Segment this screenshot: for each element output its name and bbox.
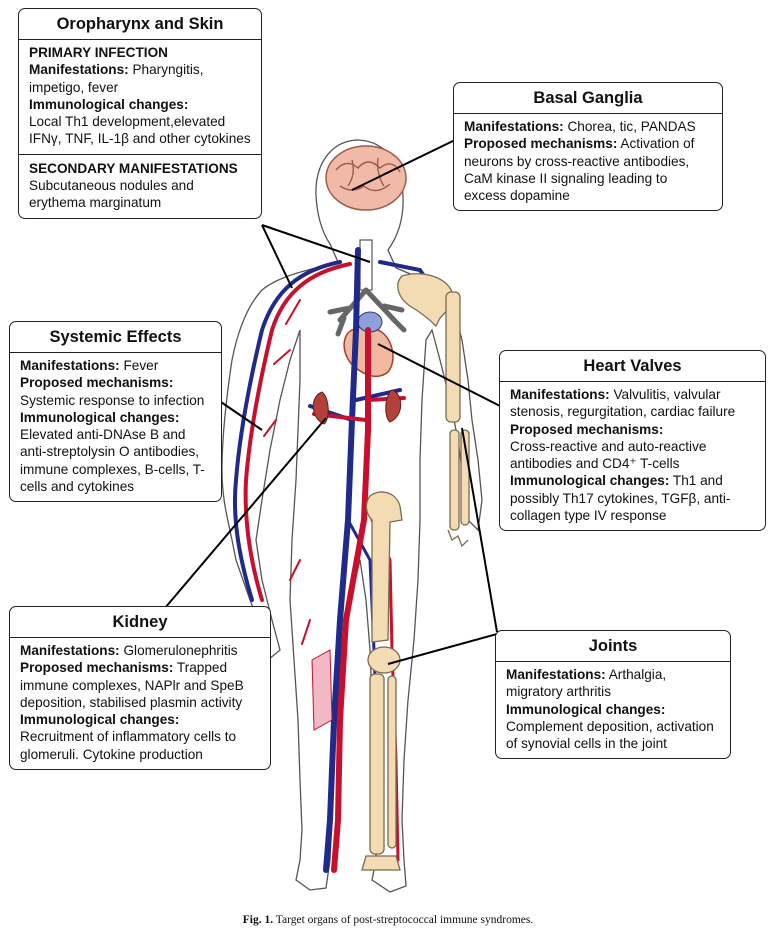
- manifestations-text: Glomerulonephritis: [123, 643, 238, 658]
- manifestations-text: Valvulitis, valvular stenosis, regurgita…: [510, 387, 736, 420]
- heart-valves-box: Heart Valves Manifestations: Valvulitis,…: [499, 350, 766, 532]
- mechanisms-row: Proposed mechanisms: Trapped immune comp…: [20, 659, 260, 711]
- mechanisms-label: Proposed mechanisms:: [20, 375, 174, 391]
- immunological-text: Local Th1 development,elevated IFNγ, TNF…: [29, 114, 251, 147]
- leg-bones: [361, 491, 403, 871]
- mechanisms-label: Proposed mechanisms:: [464, 136, 618, 152]
- manifestations-row: Manifestations: Glomerulonephritis: [20, 642, 260, 659]
- mechanisms-text: Activation of neurons by cross-reactive …: [464, 136, 695, 204]
- mechanisms-text: Systemic response to infection: [20, 392, 205, 408]
- box-title: Heart Valves: [500, 351, 765, 382]
- manifestations-label: Manifestations:: [20, 358, 120, 373]
- caption-label: Fig. 1.: [242, 914, 274, 926]
- manifestations-text: Fever: [123, 358, 159, 373]
- box-title: Kidney: [10, 607, 270, 638]
- immunological-text: Elevated anti-DNAse B and anti-streptoly…: [20, 427, 205, 495]
- manifestations-label: Manifestations:: [506, 667, 606, 682]
- box-title: Systemic Effects: [10, 322, 221, 353]
- box-title: Joints: [496, 631, 730, 662]
- manifestations-text: Pharyngitis, impetigo, fever: [29, 62, 204, 95]
- basal-ganglia-box: Basal Ganglia Manifestations: Chorea, ti…: [453, 82, 723, 212]
- mechanisms-text: Cross-reactive and auto-reactive antibod…: [510, 438, 707, 472]
- leg-vessel-patch: [311, 649, 333, 731]
- manifestations-label: Manifestations:: [510, 387, 610, 402]
- manifestations-text: Chorea, tic, PANDAS: [567, 119, 696, 134]
- immunological-label: Immunological changes:: [20, 409, 180, 425]
- immunological-label: Immunological changes:: [506, 701, 666, 717]
- mechanisms-text: Trapped immune complexes, NAPlr and SpeB…: [20, 660, 244, 710]
- secondary-text: Subcutaneous nodules and erythema margin…: [29, 178, 194, 211]
- manifestations-label: Manifestations:: [29, 62, 129, 78]
- box-title: Oropharynx and Skin: [19, 9, 261, 40]
- systemic-effects-box: Systemic Effects Manifestations: Fever P…: [9, 321, 222, 503]
- trachea: [359, 239, 373, 291]
- primary-infection-heading: PRIMARY INFECTION: [29, 45, 168, 60]
- immunological-label: Immunological changes:: [20, 712, 180, 728]
- manifestations-row: Manifestations: Chorea, tic, PANDAS: [464, 118, 712, 135]
- kidney-box: Kidney Manifestations: Glomerulonephriti…: [9, 606, 271, 771]
- immunological-text: Complement deposition, activation of syn…: [506, 718, 714, 752]
- secondary-manifestations-heading: SECONDARY MANIFESTATIONS: [29, 160, 238, 176]
- manifestations-label: Manifestations:: [20, 643, 120, 658]
- brain-folds: [335, 157, 401, 192]
- immunological-label: Immunological changes:: [29, 96, 189, 112]
- oropharynx-skin-box: Oropharynx and Skin PRIMARY INFECTION Ma…: [18, 8, 262, 219]
- brain-shape: [325, 145, 407, 211]
- figure-caption: Fig. 1. Target organs of post-streptococ…: [0, 914, 776, 926]
- arm-bones: [397, 273, 470, 548]
- manifestations-label: Manifestations:: [464, 119, 564, 134]
- immunological-text: Recruitment of inflammatory cells to glo…: [20, 729, 237, 762]
- immunological-row: Immunological changes: Th1 and possibly …: [510, 472, 755, 524]
- mechanisms-row: Proposed mechanisms: Activation of neuro…: [464, 135, 712, 204]
- connector-lines: [164, 139, 501, 665]
- box-title: Basal Ganglia: [454, 83, 722, 114]
- mechanisms-label: Proposed mechanisms:: [20, 660, 174, 676]
- manifestations-row: Manifestations: Valvulitis, valvular ste…: [510, 386, 755, 421]
- manifestations-row: Manifestations: Fever: [20, 357, 211, 374]
- manifestations-text: Arthalgia, migratory arthritis: [506, 667, 667, 700]
- kidney-right: [385, 389, 402, 423]
- kidney-left: [312, 391, 329, 425]
- caption-text: Target organs of post-streptococcal immu…: [275, 914, 534, 926]
- manifestations-row: Manifestations: Pharyngitis, impetigo, f…: [29, 61, 251, 96]
- mechanisms-label: Proposed mechanisms:: [510, 421, 664, 437]
- box-divider: [19, 153, 261, 155]
- manifestations-row: Manifestations: Arthalgia, migratory art…: [506, 666, 720, 701]
- immunological-text: Th1 and possibly Th17 cytokines, TGFβ, a…: [510, 473, 731, 524]
- immunological-label: Immunological changes:: [510, 473, 670, 489]
- bronchi: [327, 287, 407, 337]
- joints-box: Joints Manifestations: Arthalgia, migrat…: [495, 630, 731, 760]
- body-outline: [221, 139, 483, 893]
